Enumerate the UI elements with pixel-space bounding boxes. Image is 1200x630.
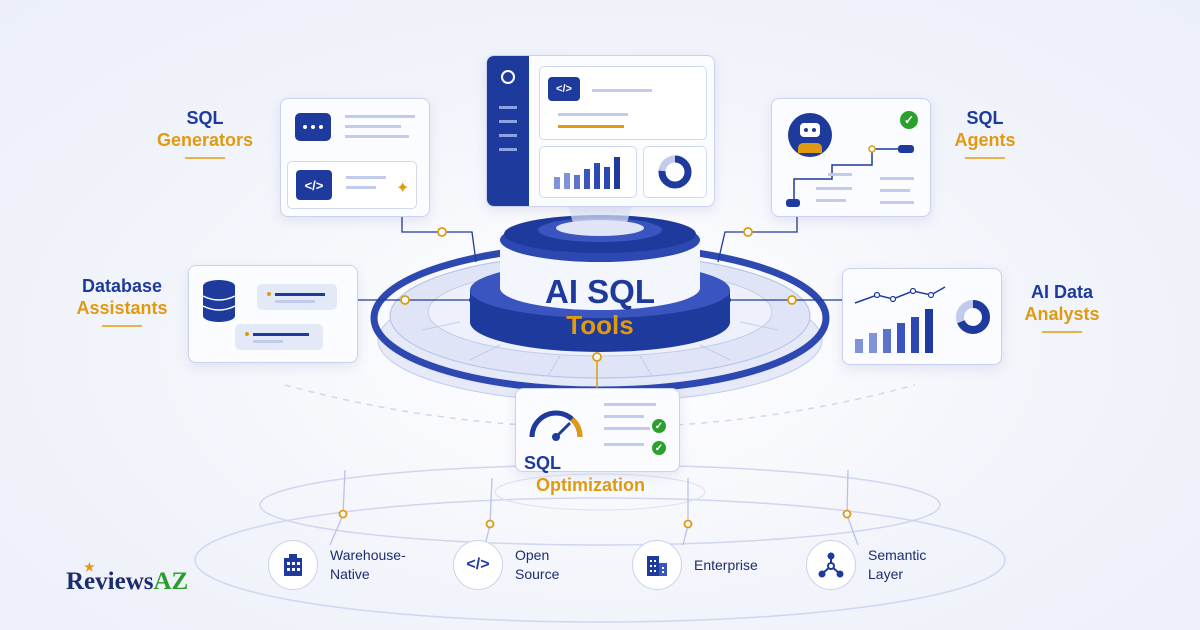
assistant-chat-bubble <box>257 284 337 310</box>
code-icon: </> <box>296 170 332 200</box>
ai-data-analysts-label: AI Data Analysts <box>1016 282 1108 333</box>
dashboard-bar-chart <box>539 146 637 198</box>
star-icon: ★ <box>84 560 95 574</box>
sql-agents-card: ✓ <box>771 98 931 217</box>
category-enterprise: Enterprise <box>632 540 758 590</box>
reviewsaz-logo: ★ ReviewsAZ <box>66 560 189 595</box>
check-icon: ✓ <box>900 111 918 129</box>
hub-title: AI SQL <box>544 273 655 310</box>
dashboard-donut-chart <box>643 146 707 198</box>
check-icon: ✓ <box>652 419 666 433</box>
building-icon <box>268 540 318 590</box>
sql-generators-label: SQL Generators <box>150 108 260 159</box>
analytics-charts <box>854 286 990 353</box>
dashboard-sidebar <box>487 56 529 206</box>
user-chat-bubble <box>235 324 323 350</box>
chat-bubble-icon <box>295 113 331 141</box>
dashboard-code-panel: </> <box>539 66 707 140</box>
database-assistants-label: Database Assistants <box>64 276 180 327</box>
code-icon: </> <box>453 540 503 590</box>
hub-label: AI SQL Tools <box>500 272 700 341</box>
database-assistants-card <box>188 265 358 363</box>
category-warehouse-native: Warehouse-Native <box>268 540 406 590</box>
sparkle-icon: ✦ <box>396 180 410 197</box>
robot-icon <box>788 113 832 157</box>
sql-code-snippet: </> ✦ <box>287 161 417 209</box>
enterprise-building-icon <box>632 540 682 590</box>
sql-optimization-label: SQL Optimization <box>524 453 645 495</box>
dashboard-logo-icon <box>501 70 515 84</box>
ai-data-analysts-card <box>842 268 1002 365</box>
sql-generators-card: </> ✦ <box>280 98 430 217</box>
sql-agents-label: SQL Agents <box>935 108 1035 159</box>
dashboard-card: </> <box>486 55 715 207</box>
sql-optimization-card: ✓ ✓ <box>515 388 680 472</box>
code-icon: </> <box>548 77 580 101</box>
database-icon <box>202 280 236 322</box>
agent-workflow <box>786 145 914 207</box>
network-icon <box>806 540 856 590</box>
hub-subtitle: Tools <box>566 309 634 340</box>
check-icon: ✓ <box>652 441 666 455</box>
speedometer-icon <box>529 410 583 441</box>
